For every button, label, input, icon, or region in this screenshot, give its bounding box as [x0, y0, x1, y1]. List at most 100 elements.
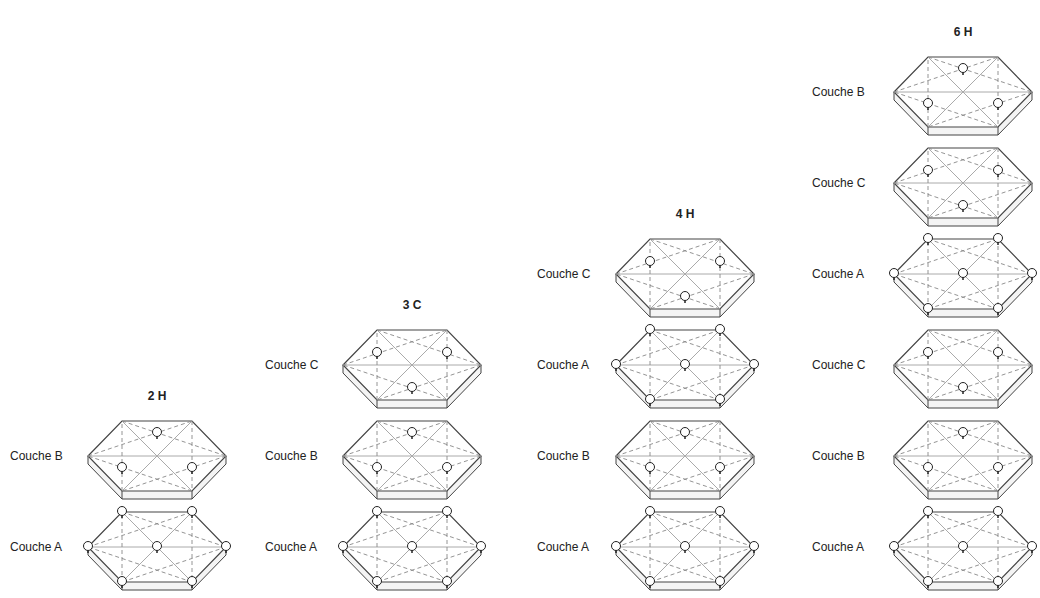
- layer-triangle: [447, 421, 448, 491]
- stacking-layer: [339, 507, 486, 591]
- layer-diagonal: [377, 512, 447, 582]
- layer-triangle: [928, 330, 1032, 365]
- layer-diagonal: [650, 512, 720, 582]
- layer-label: Couche B: [265, 449, 318, 463]
- atom: [924, 234, 933, 243]
- atom: [1028, 269, 1037, 278]
- layer-triangle: [377, 421, 481, 456]
- layer-diagonal: [377, 330, 447, 400]
- layer-label: Couche A: [812, 267, 864, 281]
- atom: [716, 507, 725, 516]
- layer-triangle: [343, 512, 447, 547]
- layer-top: [616, 512, 754, 582]
- stacking-layer: [88, 421, 226, 499]
- stacking-layer: [616, 421, 754, 499]
- layer-triangle: [192, 421, 193, 491]
- layer-label: Couche A: [265, 540, 317, 554]
- layer-triangle: [377, 421, 378, 491]
- layer-triangle: [650, 421, 754, 456]
- atom: [646, 325, 655, 334]
- layer-triangle: [894, 57, 998, 92]
- stacking-layer: [894, 57, 1032, 135]
- layer-diagonal: [928, 57, 998, 127]
- layer-triangle: [650, 547, 754, 582]
- layer-triangle: [894, 183, 998, 218]
- layer-triangle: [616, 421, 720, 456]
- layer-triangle: [998, 512, 999, 582]
- layer-diagonal: [928, 57, 998, 127]
- atom: [646, 395, 655, 404]
- layer-top: [894, 148, 1032, 218]
- layer-top: [616, 330, 754, 400]
- layer-label: Couche B: [812, 85, 865, 99]
- atom: [188, 507, 197, 516]
- layer-top: [343, 512, 481, 582]
- layer-triangle: [650, 330, 651, 400]
- layer-triangle: [928, 512, 1032, 547]
- atom: [373, 507, 382, 516]
- atom: [994, 577, 1003, 586]
- layer-triangle: [928, 274, 1032, 309]
- layer-top: [88, 512, 226, 582]
- layer-edge: [928, 491, 929, 499]
- layer-label: Couche A: [537, 358, 589, 372]
- atom: [646, 257, 655, 266]
- layer-triangle: [650, 512, 754, 547]
- layer-diagonal: [928, 148, 998, 218]
- layer-top: [343, 330, 481, 400]
- atom: [924, 166, 933, 175]
- layer-label: Couche A: [537, 540, 589, 554]
- layer-edge: [377, 400, 378, 408]
- layer-triangle: [720, 421, 721, 491]
- layer-diagonal: [377, 330, 447, 400]
- atom: [924, 577, 933, 586]
- layer-edge: [447, 491, 448, 499]
- layer-triangle: [928, 148, 1032, 183]
- layer-triangle: [192, 512, 193, 582]
- layer-triangle: [122, 456, 226, 491]
- layer-diagonal: [650, 330, 720, 400]
- layer-triangle: [928, 57, 1032, 92]
- atom: [681, 360, 690, 369]
- polytype-title: 3 C: [403, 298, 422, 312]
- atom: [959, 64, 968, 73]
- stacking-layer: [612, 507, 759, 591]
- atom: [681, 428, 690, 437]
- layer-triangle: [894, 274, 998, 309]
- layer-triangle: [122, 512, 123, 582]
- layer-edge: [447, 400, 448, 408]
- atom: [890, 269, 899, 278]
- layer-triangle: [928, 421, 1032, 456]
- layer-triangle: [343, 456, 447, 491]
- stacking-layer: [343, 421, 481, 499]
- layer-triangle: [894, 239, 998, 274]
- layer-triangle: [88, 547, 192, 582]
- layer-triangle: [88, 456, 192, 491]
- layer-edge: [650, 491, 651, 499]
- atom: [959, 428, 968, 437]
- layer-triangle: [343, 421, 447, 456]
- layer-top: [894, 421, 1032, 491]
- polytype-title: 2 H: [148, 389, 167, 403]
- atom: [118, 463, 127, 472]
- layer-edge: [998, 127, 999, 135]
- atom: [959, 201, 968, 210]
- layer-diagonal: [928, 239, 998, 309]
- atom: [188, 577, 197, 586]
- layer-edge: [928, 400, 929, 408]
- layer-triangle: [928, 456, 1032, 491]
- layer-diagonal: [928, 239, 998, 309]
- layer-triangle: [894, 547, 998, 582]
- atom: [994, 234, 1003, 243]
- layer-triangle: [928, 547, 1032, 582]
- layer-diagonal: [122, 421, 192, 491]
- layer-edge: [720, 309, 721, 317]
- atom: [890, 542, 899, 551]
- layer-triangle: [720, 512, 721, 582]
- atom: [994, 99, 1003, 108]
- polytype-title: 6 H: [954, 25, 973, 39]
- layer-edge: [998, 400, 999, 408]
- layer-diagonal: [377, 421, 447, 491]
- layer-triangle: [650, 274, 754, 309]
